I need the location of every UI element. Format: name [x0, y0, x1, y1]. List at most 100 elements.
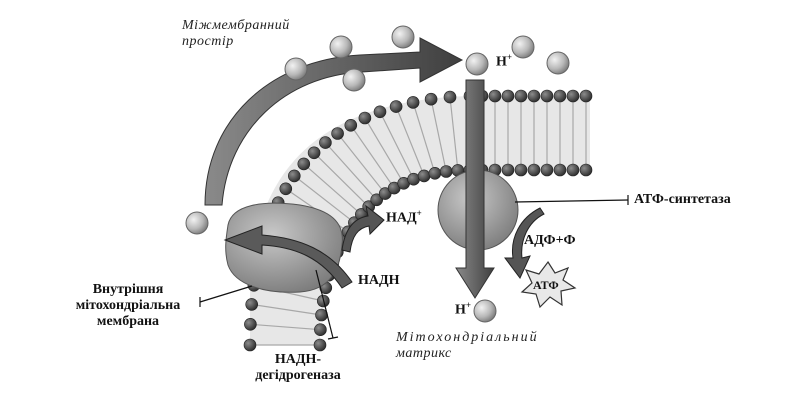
- lipid-head: [344, 119, 358, 132]
- lipid-tail: [250, 323, 321, 331]
- leader-lines: [199, 195, 629, 340]
- proton-ball: [329, 35, 353, 59]
- inner-membrane-label: Внутрішня мітохондріальна мембрана: [68, 282, 188, 330]
- electron-flow-arrow: [223, 225, 353, 289]
- h-plus-top-label: Н+: [496, 52, 512, 71]
- proton-ball: [185, 211, 209, 235]
- lipid-head: [314, 323, 327, 337]
- intermembrane-line1: Міжмембранний: [182, 18, 290, 33]
- lipid-head: [279, 182, 293, 196]
- nad-plus-label: НАД+: [386, 208, 422, 227]
- proton-pump-arrow: [204, 37, 464, 206]
- dehydrogenase-leader: [315, 269, 334, 339]
- lipid-head: [443, 90, 457, 104]
- lipid-tail: [251, 303, 322, 316]
- lipid-head: [287, 169, 301, 183]
- lipid-tail: [350, 124, 395, 189]
- lipid-head: [501, 163, 515, 177]
- proton-ball: [511, 35, 535, 59]
- proton-ball: [473, 299, 497, 323]
- lipid-head: [439, 165, 453, 178]
- lipid-head: [245, 298, 258, 311]
- nad-plus-arrow: [341, 204, 385, 253]
- inner-membrane-band: [250, 96, 590, 345]
- proton-ball: [391, 25, 415, 49]
- lipid-head: [579, 163, 593, 177]
- lipid-head: [514, 163, 528, 177]
- nad-plus: НАД: [386, 210, 417, 226]
- lipid-tail: [313, 152, 370, 208]
- lipid-head: [389, 100, 403, 113]
- matrix-label: Мітохондріальний матрикс: [396, 330, 539, 362]
- inner-membrane-line3: мембрана: [96, 314, 160, 330]
- h-top-sup: +: [506, 52, 513, 62]
- lipid-head: [501, 89, 515, 103]
- matrix-line2: матрикс: [396, 346, 452, 362]
- lipid-head: [540, 163, 554, 177]
- lipid-tail: [337, 133, 386, 194]
- lipid-head: [331, 127, 344, 140]
- atp-star: [520, 260, 577, 309]
- lipid-head: [540, 89, 554, 103]
- atp-label: АТФ: [533, 278, 559, 292]
- lipid-head: [319, 136, 332, 149]
- proton-ball: [465, 52, 489, 76]
- h-bottom: Н: [455, 302, 466, 318]
- atp-synthase-label: АТФ-синтетаза: [634, 192, 731, 207]
- h-plus-bottom-label: Н+: [455, 300, 471, 319]
- lipid-head: [428, 167, 442, 180]
- inner-membrane-leader: [199, 285, 253, 303]
- lipid-tail: [449, 97, 459, 171]
- lipid-tail: [395, 106, 425, 177]
- lipid-head: [313, 338, 327, 352]
- lipid-head: [527, 163, 541, 177]
- h-bottom-sup: +: [465, 300, 472, 310]
- lipid-tail: [412, 102, 436, 174]
- lipid-head: [358, 111, 372, 125]
- h-top: Н: [496, 54, 507, 70]
- proton-channel-arrow: [455, 79, 495, 299]
- proton-ball: [284, 57, 308, 81]
- lipid-head: [553, 163, 567, 177]
- matrix-line1: Мітохондріальний: [396, 330, 539, 345]
- lipid-head: [424, 92, 438, 106]
- nad-plus-sup: +: [416, 208, 422, 218]
- atp-synthase-leader: [514, 199, 629, 203]
- lipid-head: [297, 157, 311, 171]
- lipid-head: [488, 89, 502, 103]
- lipid-head: [407, 172, 420, 186]
- lipid-head: [406, 96, 420, 109]
- lipid-tail: [430, 99, 447, 172]
- dehydrogenase-line1: НАДН-: [274, 352, 322, 367]
- adp-p-label: АДФ+Ф: [524, 233, 576, 248]
- dehydrogenase-line2: дегідрогеназа: [255, 368, 341, 384]
- proton-ball: [342, 68, 366, 92]
- lipid-head: [553, 89, 567, 103]
- inner-membrane-line1: Внутрішня: [92, 282, 164, 297]
- lipid-head: [514, 89, 528, 103]
- lipid-tail: [324, 142, 378, 201]
- lipid-head: [566, 89, 580, 103]
- lipid-tail: [303, 163, 362, 215]
- atp-production-arrow: [504, 207, 545, 279]
- lipid-head: [527, 89, 541, 103]
- nadh-label: НАДН: [358, 273, 400, 288]
- lipid-head: [244, 317, 257, 331]
- lipid-head: [243, 338, 257, 352]
- lipid-head: [370, 193, 384, 207]
- lipid-head: [579, 89, 593, 103]
- lipid-head: [566, 163, 580, 177]
- lipid-tail: [364, 117, 405, 184]
- lipid-head: [307, 146, 321, 160]
- nadh-dehydrogenase-label: НАДН- дегідрогеназа: [238, 352, 358, 384]
- inner-membrane-line2: мітохондріальна: [75, 298, 181, 314]
- intermembrane-line2: простір: [182, 34, 234, 50]
- lipid-head: [373, 105, 387, 119]
- protons: [185, 25, 570, 323]
- intermembrane-space-label: Міжмембранний простір: [182, 18, 290, 50]
- proton-ball: [546, 51, 570, 75]
- lipid-tail: [379, 111, 415, 180]
- lipid-tail: [293, 175, 355, 224]
- lipid-head: [417, 169, 431, 183]
